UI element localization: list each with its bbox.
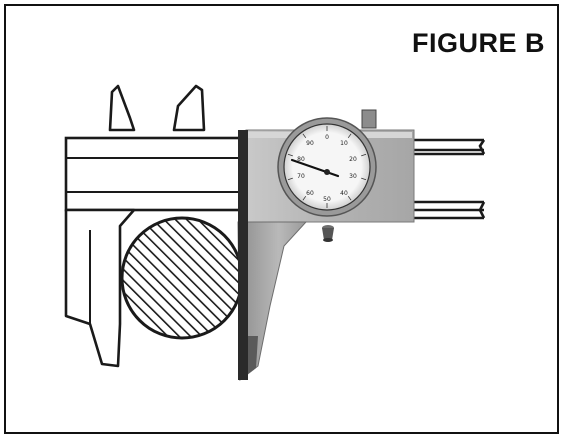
dial-number: 60: [306, 190, 314, 197]
dial-number: 0: [325, 134, 329, 141]
dial-numbers: 0 10 20 30 40 50 60 70 80 90: [297, 134, 357, 203]
dial-number: 30: [349, 173, 357, 180]
main-beam: [64, 136, 248, 212]
dial-needle: [290, 158, 340, 178]
workpiece-cross-section: [120, 216, 244, 340]
dial-number: 70: [297, 173, 305, 180]
dial-indicator: 0 10 20 30 40 50 60 70 80 90: [277, 109, 377, 242]
dial-number: 90: [306, 140, 314, 147]
dial-ticks: [287, 126, 367, 208]
fixed-lower-jaw: [64, 208, 136, 368]
dial-number: 40: [340, 190, 348, 197]
beam-extension: [414, 138, 486, 220]
figure-title: FIGURE B: [411, 28, 545, 58]
dial-number: 20: [349, 156, 357, 163]
dial-number: 80: [297, 156, 305, 163]
figure-frame: FIGURE B: [4, 4, 559, 434]
dial-number: 50: [323, 196, 331, 203]
dial-number: 10: [340, 140, 348, 147]
caliper-diagram: 0 10 20 30 40 50 60 70 80 90: [64, 84, 486, 382]
upper-fixed-jaw: [108, 84, 206, 132]
